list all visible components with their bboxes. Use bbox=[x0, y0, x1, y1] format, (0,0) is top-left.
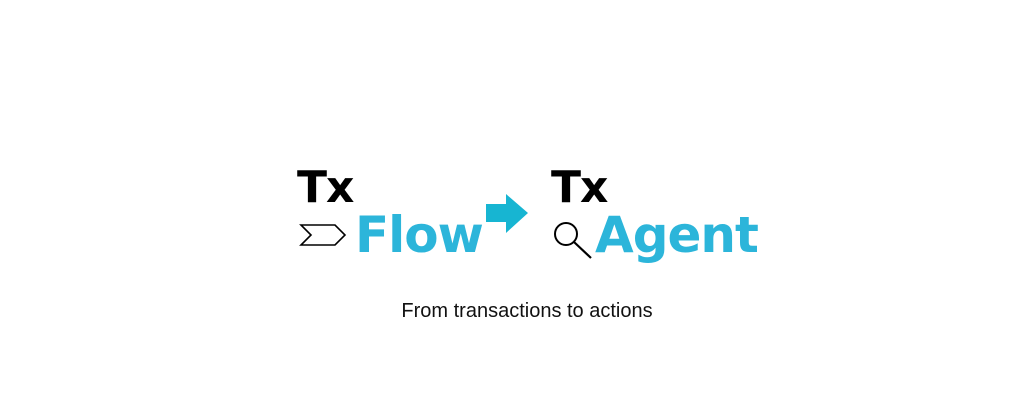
magnifier-icon bbox=[554, 222, 592, 259]
tagline: From transactions to actions bbox=[401, 300, 653, 322]
txflow-prefix: Tx bbox=[297, 162, 354, 213]
txflow-word: Flow bbox=[355, 206, 484, 264]
arrow-right-icon bbox=[486, 194, 528, 233]
txagent-prefix: Tx bbox=[551, 162, 608, 213]
txagent-word: Agent bbox=[595, 206, 759, 264]
chevron-arrow-icon bbox=[299, 224, 347, 246]
